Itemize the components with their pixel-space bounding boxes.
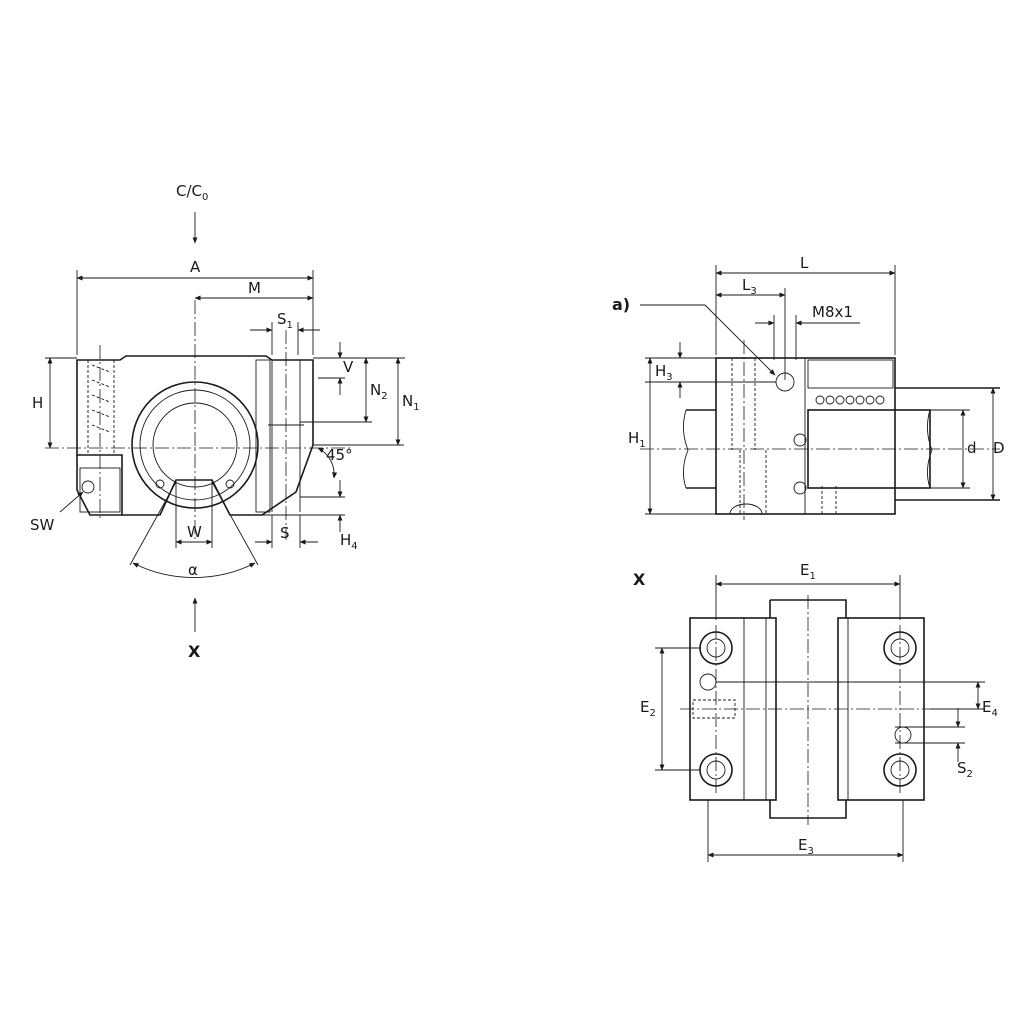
label-E4: E4 xyxy=(982,698,998,719)
label-H4: H4 xyxy=(340,531,358,552)
label-X-arrow: X xyxy=(188,642,201,661)
label-L: L xyxy=(800,254,809,272)
label-alpha: α xyxy=(188,561,198,579)
side-section-hatch xyxy=(807,359,894,389)
label-E1: E1 xyxy=(800,561,816,582)
label-E2: E2 xyxy=(640,698,656,719)
label-a: a) xyxy=(612,295,630,314)
label-45deg: 45° xyxy=(326,446,353,464)
label-H: H xyxy=(32,394,43,412)
label-H3: H3 xyxy=(655,362,673,383)
label-E3: E3 xyxy=(798,836,814,857)
sw-hex xyxy=(81,480,95,494)
label-N2: N2 xyxy=(370,381,388,402)
label-SW: SW xyxy=(30,516,55,534)
label-M8x1: M8x1 xyxy=(812,303,853,321)
dim-alpha xyxy=(132,562,256,579)
label-M: M xyxy=(248,279,261,297)
label-D: D xyxy=(993,439,1005,457)
side-housing xyxy=(715,357,896,515)
label-S: S xyxy=(280,524,290,542)
label-N1: N1 xyxy=(402,392,420,413)
label-W: W xyxy=(187,523,202,541)
section-hatch-right xyxy=(255,359,271,513)
label-H1: H1 xyxy=(628,429,646,450)
label-L3: L3 xyxy=(742,276,757,297)
label-S1: S1 xyxy=(277,310,293,331)
screw-right xyxy=(225,479,235,489)
label-V: V xyxy=(343,358,354,376)
label-S2: S2 xyxy=(957,759,973,780)
screw-left xyxy=(155,479,165,489)
housing-left-foot xyxy=(76,455,122,516)
view-x: X E1 E2 xyxy=(633,561,998,862)
label-A: A xyxy=(190,258,201,276)
label-d: d xyxy=(967,439,977,457)
load-label: C/C0 xyxy=(176,182,208,203)
front-view: C/C0 A M S1 xyxy=(30,182,420,661)
label-X-view: X xyxy=(633,570,646,589)
side-view: L L3 M8x1 a) xyxy=(612,254,1005,520)
